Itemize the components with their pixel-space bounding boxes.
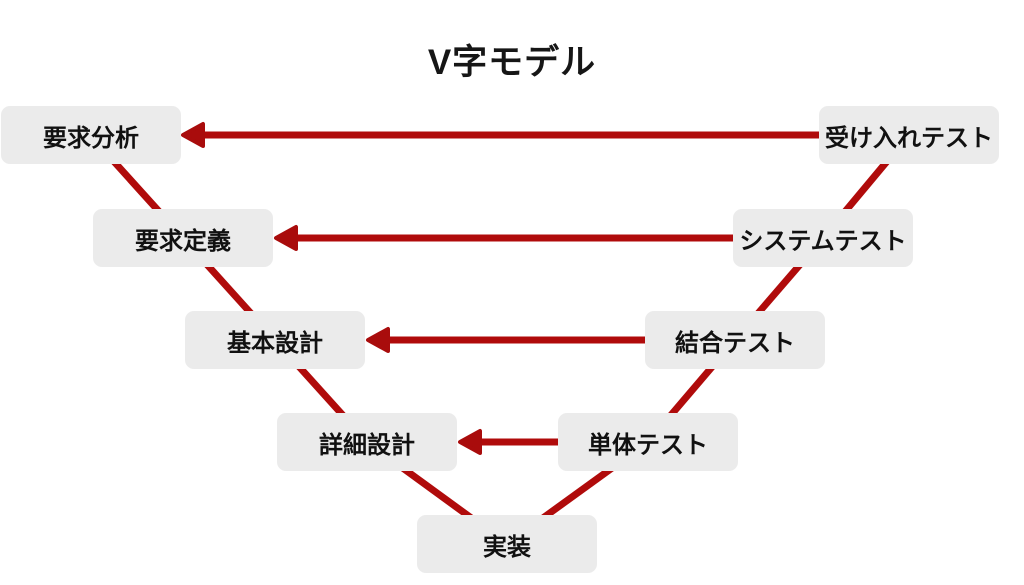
arrow-integration-to-basic xyxy=(366,327,645,353)
node-implementation: 実装 xyxy=(417,515,597,573)
node-acceptance-test: 受け入れテスト xyxy=(819,106,999,164)
arrow-acceptance-to-analysis xyxy=(181,122,819,148)
arrow-system-to-definition xyxy=(274,225,733,251)
node-req-analysis: 要求分析 xyxy=(1,106,181,164)
node-unit-test: 単体テスト xyxy=(558,413,738,471)
arrow-unit-to-detail xyxy=(458,429,558,455)
node-system-test: システムテスト xyxy=(733,209,913,267)
diagram-title: V字モデル xyxy=(427,43,597,82)
node-detail-design: 詳細設計 xyxy=(277,413,457,471)
node-integration-test: 結合テスト xyxy=(645,311,825,369)
node-basic-design: 基本設計 xyxy=(185,311,365,369)
node-req-definition: 要求定義 xyxy=(93,209,273,267)
